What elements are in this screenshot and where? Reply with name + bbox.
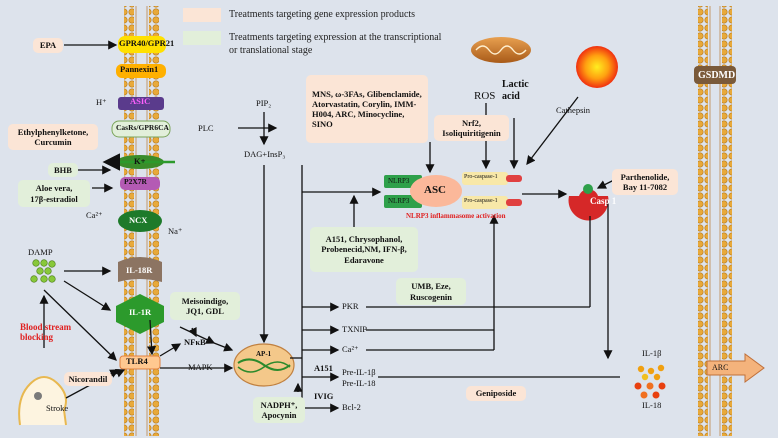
casp1-center <box>583 184 593 194</box>
damp-label: DAMP <box>28 247 53 257</box>
legend-transcriptional-1: Treatments targeting expression at the t… <box>229 32 442 43</box>
ap1-label: AP-1 <box>256 350 272 358</box>
casr-label: CasRs/GPR6CA <box>116 123 169 132</box>
stroke-head-icon <box>18 376 67 426</box>
pro-caspase-label-top: Pro-caspase-1 <box>464 174 498 180</box>
txnip-label: TXNIP <box>342 324 368 334</box>
arc-label: ARC <box>712 363 729 372</box>
aloe-vera-box: Aloe vera,17β-estradiol <box>18 180 90 207</box>
gpr-receptor-shape <box>118 36 166 53</box>
stroke-label: Stroke <box>46 403 69 413</box>
casr-shape <box>111 120 171 138</box>
ca-ion-label: Ca²⁺ <box>86 210 103 220</box>
pre-il1b-label: Pre-IL-1β <box>342 367 376 377</box>
pro-caspase-top-shape <box>462 172 508 185</box>
pannexin-label: Pannexin1 <box>120 64 159 74</box>
ncx-shape <box>118 210 162 232</box>
casp1-shape <box>568 189 609 221</box>
tlr4-shape <box>119 355 161 370</box>
asic-label: ASIC <box>130 96 151 106</box>
ethylphenylketone-box: Ethylphenylketone,Curcumin <box>8 124 98 150</box>
nicorandil-box: Nicorandil <box>64 372 112 386</box>
pannexin-shape <box>116 64 166 78</box>
sun-icon <box>576 46 618 88</box>
bcl2-label: Bcl-2 <box>342 402 361 412</box>
a151-label: A151 <box>314 363 333 373</box>
asc-label: ASC <box>424 184 447 196</box>
pkr-label: PKR <box>342 301 359 311</box>
inflammasome-label: NLRP3 inflammasome activation <box>406 212 506 220</box>
na-ion-label: Na⁺ <box>168 226 183 236</box>
legend-transcriptional-2: or translational stage <box>229 45 313 56</box>
parthenolide-box: Parthenolide,Bay 11-7082 <box>612 169 678 195</box>
pro-caspase-bottom-shape <box>462 196 508 209</box>
asc-shape <box>410 175 462 207</box>
k-label: K+ <box>134 156 146 166</box>
legend-gene-products: Treatments targeting gene expression pro… <box>229 9 416 20</box>
il-particles <box>634 364 666 399</box>
geniposide-box: Geniposide <box>466 386 526 401</box>
ncx-label: NCX <box>129 215 148 225</box>
a151-chrysophanol-box: A151, Chrysophanol,Probenecid,NM, IFN-β,… <box>310 227 418 272</box>
nlrp3-label-top: NLRP3 <box>388 177 410 185</box>
ca-mid-label: Ca²⁺ <box>342 344 359 354</box>
nfkb-label: NFκB <box>184 337 206 347</box>
nrf2-box: Nrf2,Isoliquiritigenin <box>434 115 509 141</box>
ivig-label: IVIG <box>314 391 334 401</box>
mapk-label: MAPK <box>188 362 213 372</box>
il1r-shape <box>116 294 164 334</box>
gsdmd-pore <box>694 66 736 84</box>
p2x7r-label: P2X7R <box>124 177 147 186</box>
arc-arrow <box>706 353 765 383</box>
gsdmd-label: GSDMD <box>698 70 736 81</box>
bhb-box: BHB <box>48 163 78 177</box>
mitochondria-icon <box>471 37 531 63</box>
legend-swatch-pink <box>183 8 221 22</box>
cathepsin-label: Cathepsin <box>556 105 590 115</box>
epa-box: EPA <box>33 38 63 53</box>
pathway-arrows <box>39 40 620 413</box>
umb-box: UMB, Eze,Ruscogenin <box>396 278 466 305</box>
dag-label: DAG+InsP₃ <box>244 149 286 159</box>
tlr4-label: TLR4 <box>126 356 148 366</box>
gpr-label: GPR40/GPR21 <box>119 38 175 48</box>
h-ion-label: H⁺ <box>96 97 107 107</box>
pip2-label: PIP₂ <box>256 98 272 108</box>
il18r-label: IL-18R <box>126 265 153 275</box>
ros-label: ROS <box>474 90 496 102</box>
pro-caspase-label-bottom: Pro-caspase-1 <box>464 198 498 204</box>
legend-swatch-green <box>183 31 221 45</box>
nlrp3-shape-bottom <box>384 195 422 208</box>
meisoindigo-box: Meisoindigo,JQ1, GDL <box>170 292 240 320</box>
il18r-shape <box>118 257 162 282</box>
asic-shape <box>118 97 164 110</box>
il18-label: IL-18 <box>642 400 662 410</box>
p2x7r-shape <box>120 177 160 190</box>
plc-label: PLC <box>198 123 214 133</box>
il1r-label: IL-1R <box>129 307 152 317</box>
il1b-label: IL-1β <box>642 348 662 358</box>
pre-il18-label: Pre-IL-18 <box>342 378 376 388</box>
casp1-label: Casp 1 <box>590 196 617 206</box>
mns-treatment-box: MNS, ω-3FAs, Glibenclamide,Atorvastatin,… <box>306 75 428 143</box>
nadph-box: NADPH⁺,Apocynin <box>253 397 305 423</box>
nlrp3-label-bottom: NLRP3 <box>388 197 410 205</box>
damp-particles <box>30 259 56 283</box>
